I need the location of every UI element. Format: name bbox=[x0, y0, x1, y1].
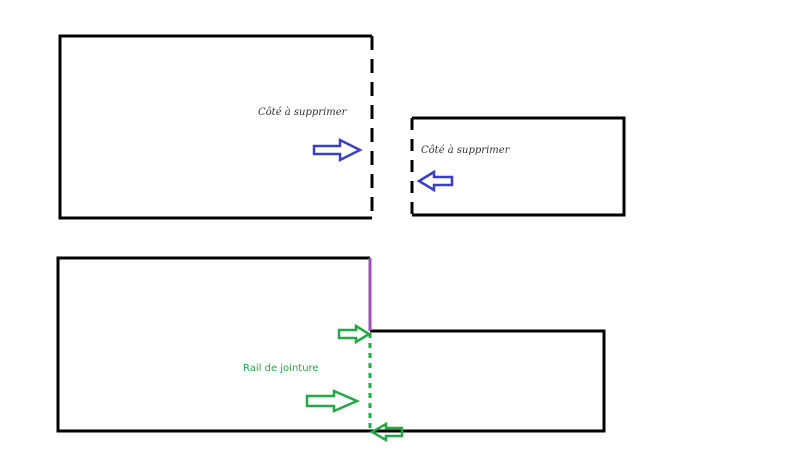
arrow-right-icon bbox=[312, 137, 363, 163]
arrow-right-large-icon bbox=[305, 389, 361, 413]
top-left-rectangle bbox=[58, 34, 374, 220]
arrow-right-small-icon bbox=[337, 323, 372, 345]
joined-shape-outline bbox=[56, 256, 606, 433]
label-side-to-delete-right: Côté à supprimer bbox=[421, 145, 511, 156]
label-joining-rail: Rail de jointure bbox=[243, 363, 319, 374]
top-right-rectangle bbox=[410, 116, 626, 217]
top-left-rectangle-outline bbox=[58, 34, 372, 220]
top-right-rectangle-outline bbox=[412, 116, 626, 217]
arrow-left-icon bbox=[416, 169, 454, 193]
joined-shape bbox=[56, 256, 606, 433]
arrow-left-small-icon bbox=[369, 421, 404, 443]
label-side-to-delete-left: Côté à supprimer bbox=[258, 107, 348, 118]
